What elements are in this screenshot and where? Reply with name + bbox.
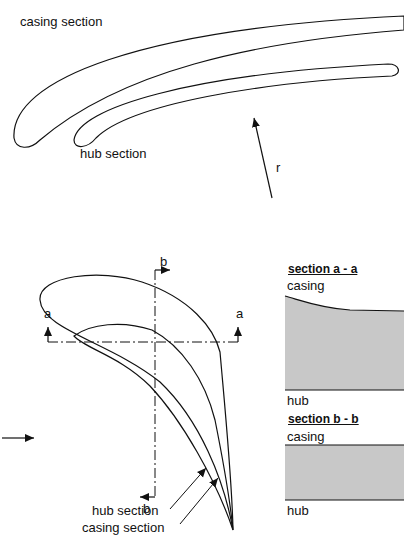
hub-profile-plan bbox=[74, 324, 233, 530]
axis-label: r bbox=[276, 160, 280, 175]
section-band bbox=[285, 296, 404, 390]
part-label: hub section bbox=[92, 503, 159, 518]
leader-line bbox=[170, 468, 206, 509]
casing-wall bbox=[285, 296, 404, 311]
casing-profile bbox=[14, 16, 404, 147]
section-letter: a bbox=[44, 306, 51, 321]
wall-label: hub bbox=[287, 503, 309, 518]
section-title: section a - a bbox=[288, 262, 357, 277]
radius-arrow bbox=[254, 118, 272, 198]
part-label: casing section bbox=[20, 14, 102, 29]
hub-wall bbox=[285, 389, 404, 390]
leader-line bbox=[180, 478, 218, 524]
section-line-b bbox=[155, 270, 156, 497]
hub-profile bbox=[74, 64, 398, 147]
view-arrow bbox=[155, 269, 170, 270]
section-letter: a bbox=[236, 306, 243, 321]
hub-wall bbox=[285, 499, 404, 500]
section-letter: b bbox=[160, 254, 167, 269]
view-arrow bbox=[237, 327, 238, 342]
wall-label: casing bbox=[287, 278, 325, 293]
casing-profile-plan bbox=[40, 275, 233, 530]
view-arrow bbox=[47, 327, 48, 342]
part-label: casing section bbox=[82, 520, 164, 535]
casing-wall bbox=[285, 444, 404, 445]
part-label: hub section bbox=[80, 146, 147, 161]
section-title: section b - b bbox=[288, 412, 359, 427]
section-band bbox=[285, 445, 404, 500]
view-arrow bbox=[140, 496, 155, 497]
flow-arrow bbox=[2, 437, 34, 438]
section-line-a bbox=[48, 342, 238, 343]
wall-label: hub bbox=[287, 393, 309, 408]
wall-label: casing bbox=[287, 429, 325, 444]
